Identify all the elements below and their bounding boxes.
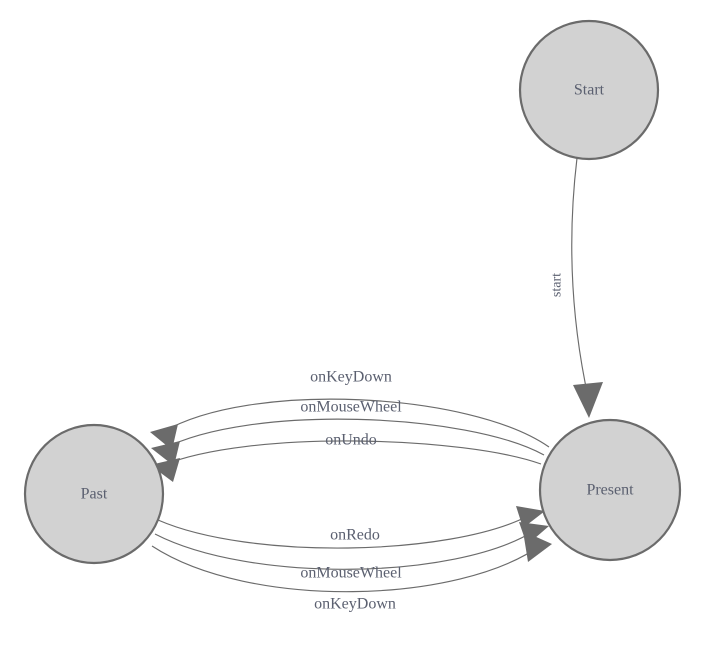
- edge-label-onkeydown-up: onKeyDown: [310, 369, 392, 386]
- node-past-label: Past: [81, 486, 108, 503]
- arrowhead-icon: [573, 382, 603, 418]
- edge-label-onundo: onUndo: [325, 432, 377, 449]
- edge-label-onredo: onRedo: [330, 527, 380, 544]
- edge-path-start: [571, 157, 588, 393]
- node-past-circle[interactable]: [23, 423, 165, 565]
- edge-path-onredo: [157, 515, 529, 549]
- node-start-circle[interactable]: [518, 19, 660, 161]
- edge-past-present-onredo[interactable]: onRedo: [157, 506, 545, 549]
- edge-label-onkeydown-down: onKeyDown: [314, 596, 396, 613]
- edge-path-onkeydown-down: [151, 544, 542, 593]
- node-present[interactable]: Present: [538, 418, 682, 562]
- edge-label-onmousewheel-down: onMouseWheel: [300, 565, 402, 582]
- edge-path-onmousewheel-up: [162, 418, 545, 456]
- node-start-label: Start: [574, 82, 605, 99]
- arrowhead-icon: [516, 506, 545, 528]
- edge-present-past-onundo[interactable]: onUndo: [150, 432, 542, 483]
- arrowhead-icon: [150, 458, 180, 482]
- edge-path-onmousewheel-down: [154, 530, 535, 570]
- edge-label-onmousewheel-up: onMouseWheel: [300, 399, 402, 416]
- edge-past-present-onkeydown[interactable]: onKeyDown: [151, 531, 552, 613]
- edge-start-present[interactable]: start: [550, 157, 604, 418]
- edge-path-onundo: [160, 440, 542, 467]
- node-past[interactable]: Past: [23, 423, 165, 565]
- node-present-circle[interactable]: [538, 418, 682, 562]
- arrowhead-icon: [523, 531, 552, 562]
- node-start[interactable]: Start: [518, 19, 660, 161]
- node-present-label: Present: [586, 482, 634, 499]
- edge-label-start: start: [550, 273, 565, 297]
- edge-path-onkeydown-up: [162, 398, 550, 448]
